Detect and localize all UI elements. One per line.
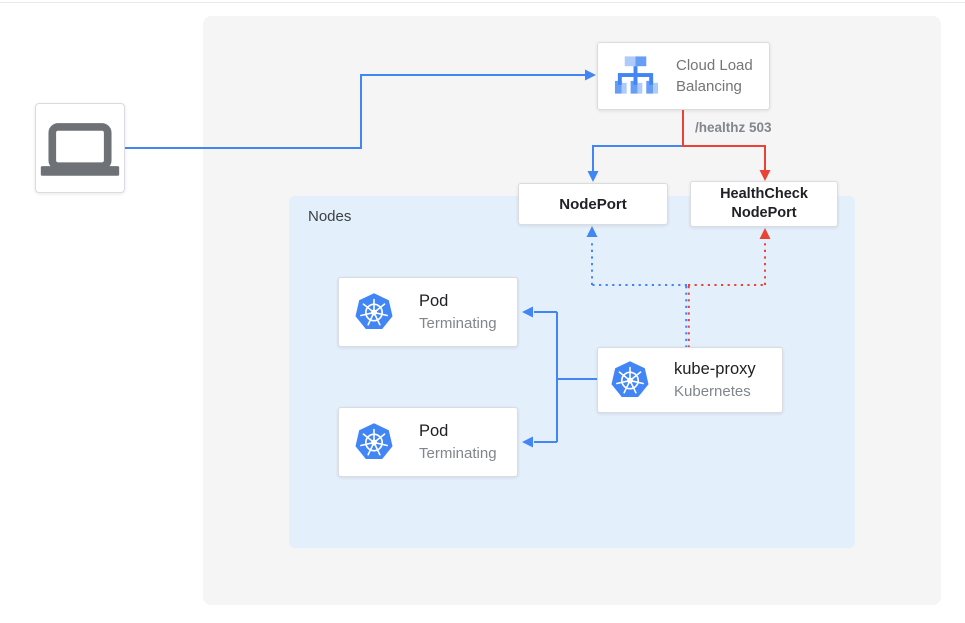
healthcheck-nodeport-node: HealthCheck NodePort: [690, 181, 838, 227]
nodeport-node: NodePort: [518, 183, 668, 225]
cloud-load-balancing-node: Cloud Load Balancing: [597, 42, 770, 110]
nodeport-label: NodePort: [559, 195, 627, 213]
kube-proxy-text: kube-proxy Kubernetes: [674, 358, 756, 403]
pod-status: Terminating: [419, 444, 497, 462]
client-node: [35, 103, 125, 193]
nodes-group-label: Nodes: [308, 208, 352, 225]
kube-proxy-title: kube-proxy: [674, 359, 756, 378]
pod-text: Pod Terminating: [419, 290, 497, 335]
kubernetes-icon: [611, 361, 649, 397]
healthcheck-nodeport-label: HealthCheck NodePort: [720, 186, 808, 221]
top-divider: [0, 2, 965, 3]
kube-proxy-node: kube-proxy Kubernetes: [597, 347, 783, 413]
kubernetes-icon: [355, 293, 393, 329]
laptop-icon: [40, 123, 120, 176]
kubernetes-icon: [355, 423, 393, 459]
pod-title: Pod: [419, 291, 449, 310]
cloud-load-balancing-icon: [614, 56, 659, 94]
pod-node-1: Pod Terminating: [338, 277, 518, 347]
pod-text: Pod Terminating: [419, 420, 497, 465]
pod-status: Terminating: [419, 314, 497, 332]
healthz-503-label: /healthz 503: [695, 120, 772, 135]
cloud-load-balancing-label: Cloud Load Balancing: [676, 57, 753, 95]
pod-title: Pod: [419, 421, 449, 440]
kube-proxy-subtitle: Kubernetes: [674, 382, 751, 400]
pod-node-2: Pod Terminating: [338, 407, 518, 477]
